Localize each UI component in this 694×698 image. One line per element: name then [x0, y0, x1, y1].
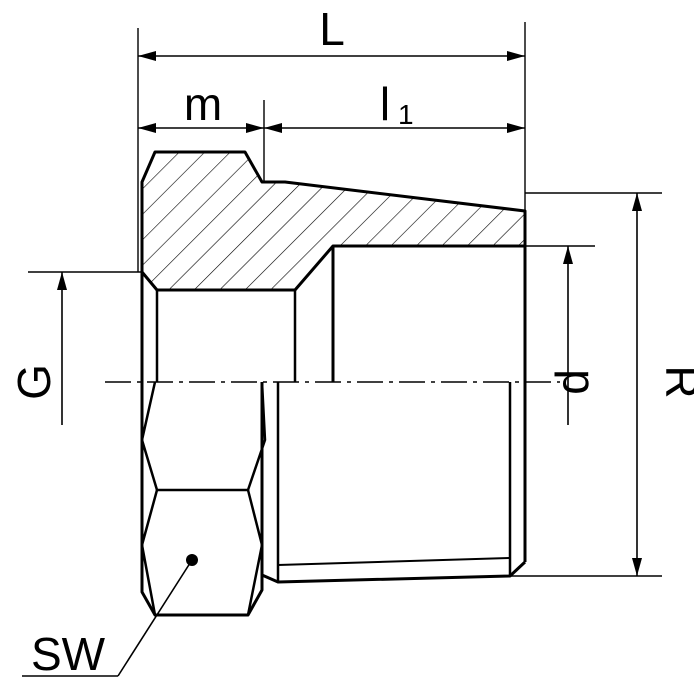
arrow-l1-right [507, 123, 525, 133]
leader-line-SW [117, 559, 193, 677]
arrow-G-top [57, 272, 67, 290]
label-l1: l [380, 78, 390, 130]
label-d: d [546, 369, 598, 395]
arrow-d-top [563, 246, 573, 264]
arrow-m-right [246, 123, 264, 133]
body-bottom-outline [261, 560, 527, 584]
hex-facet-left [140, 489, 159, 616]
label-m: m [184, 78, 222, 130]
leader-dot-SW [186, 554, 198, 566]
label-R: R [656, 365, 694, 398]
arrow-l1-left [264, 123, 282, 133]
hex-outline [140, 272, 264, 617]
label-L: L [319, 3, 345, 55]
hex-facet-right [246, 489, 264, 616]
label-G: G [8, 364, 60, 400]
arrow-L-left [138, 51, 156, 61]
arrow-L-right [507, 51, 525, 61]
arrow-R-top [632, 193, 642, 211]
label-SW: SW [31, 628, 106, 680]
arrow-m-left [138, 123, 156, 133]
hex-facet-upper [140, 381, 267, 492]
label-l1-subscript: 1 [398, 99, 414, 130]
thread-root-line [277, 557, 511, 566]
arrow-R-bottom [632, 558, 642, 576]
